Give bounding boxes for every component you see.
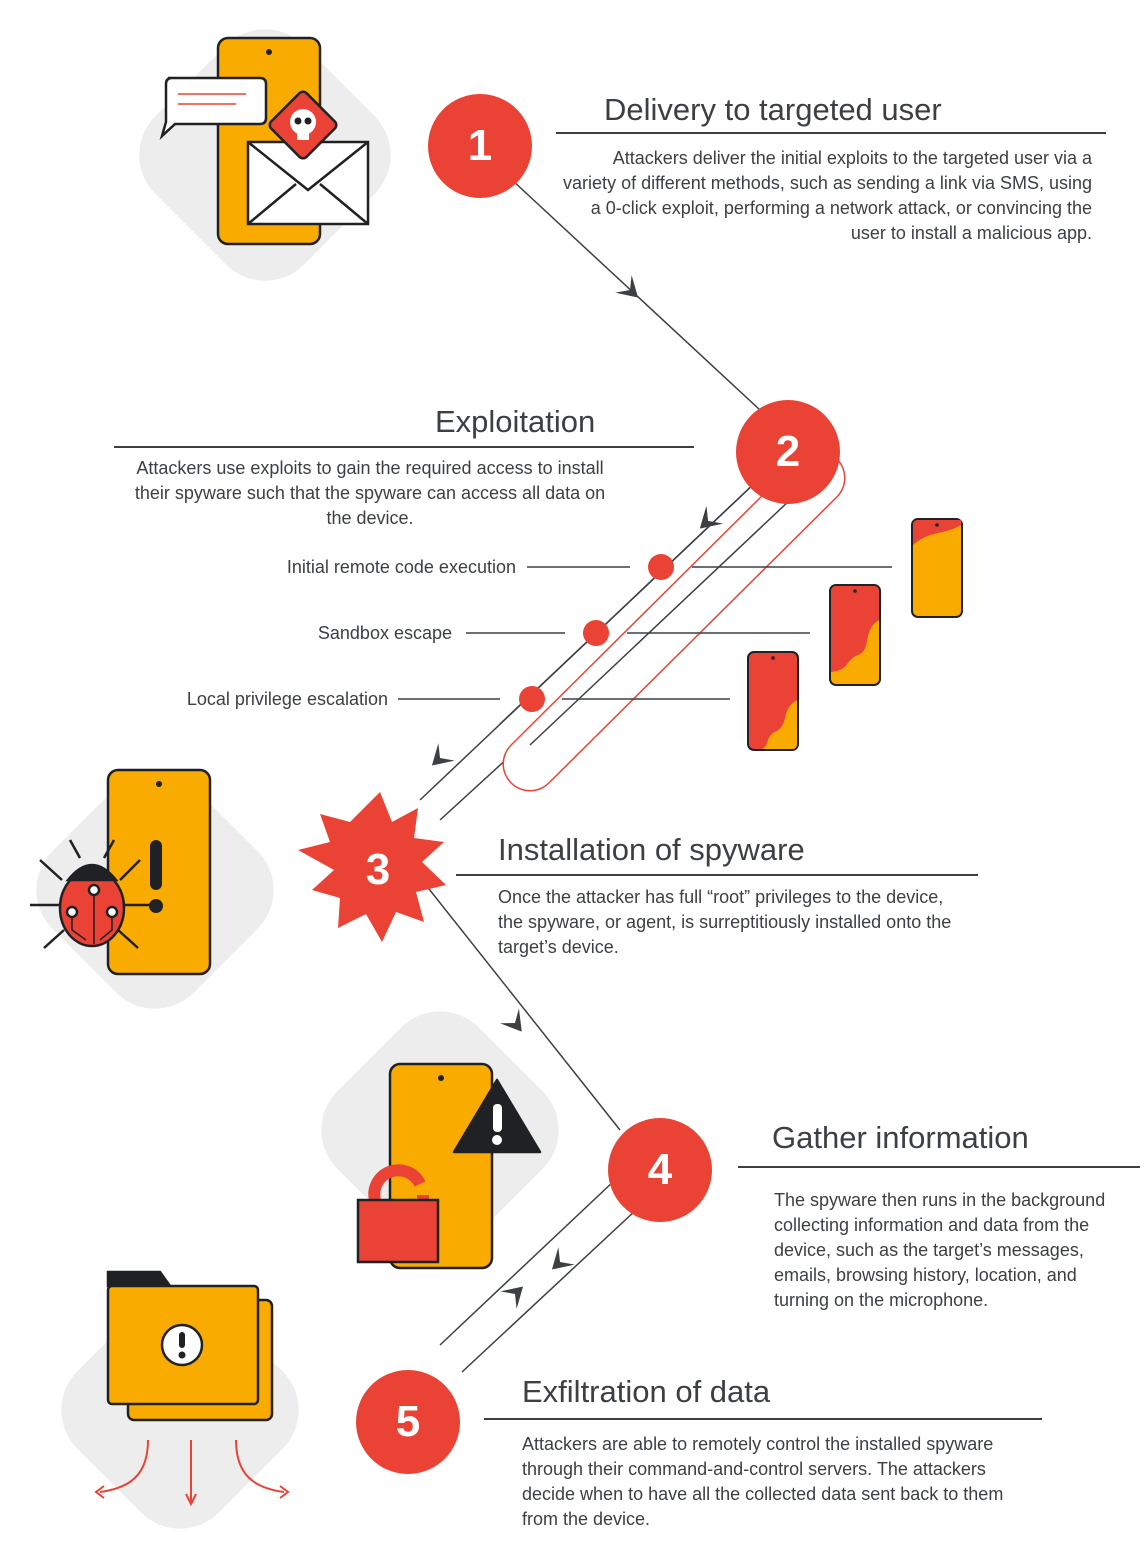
substep-dots bbox=[519, 554, 674, 712]
phone-mail-icon bbox=[159, 36, 370, 246]
exfiltration-arrows bbox=[94, 1439, 290, 1507]
step-1-rule bbox=[556, 132, 1106, 134]
exploit-capsule-inner bbox=[504, 452, 844, 790]
warning-phone-icon bbox=[356, 1062, 542, 1270]
step-3-description: Once the attacker has full “root” privil… bbox=[498, 887, 952, 957]
step-4-number: 4 bbox=[647, 1145, 673, 1194]
substep-lpe-label: Local privilege escalation bbox=[186, 689, 388, 709]
step-2-circle bbox=[736, 400, 840, 504]
bug-phone-icon bbox=[30, 768, 212, 976]
step-1-title: Delivery to targeted user bbox=[604, 92, 942, 127]
folder-icon bbox=[106, 1270, 274, 1422]
step-3-title: Installation of spyware bbox=[498, 832, 805, 867]
step-5-circle bbox=[356, 1370, 460, 1474]
step-4-title: Gather information bbox=[772, 1120, 1029, 1155]
padlock-icon bbox=[356, 1164, 440, 1264]
step-2-title: Exploitation bbox=[435, 404, 596, 439]
substep-rce-label: Initial remote code execution bbox=[286, 557, 516, 577]
step-5-rule bbox=[484, 1418, 1042, 1420]
substep-lines bbox=[398, 566, 892, 700]
step-4-circle bbox=[608, 1118, 712, 1222]
skull-icon bbox=[290, 109, 316, 135]
step-5-description: Attackers are able to remotely control t… bbox=[522, 1434, 1004, 1529]
step-2-number: 2 bbox=[775, 427, 801, 476]
step-5-number: 5 bbox=[395, 1397, 421, 1446]
chat-bubble-icon bbox=[159, 76, 268, 140]
step-2-rule bbox=[114, 446, 694, 448]
step-2-description: Attackers use exploits to gain the requi… bbox=[134, 458, 606, 528]
exploit-phone-icon bbox=[747, 518, 963, 751]
step-5-title: Exfiltration of data bbox=[522, 1374, 771, 1409]
step-3-number: 3 bbox=[365, 845, 391, 894]
bug-icon bbox=[30, 839, 150, 949]
step-1-number: 1 bbox=[467, 121, 493, 170]
step-3-burst bbox=[298, 792, 446, 942]
step-3-rule bbox=[456, 874, 978, 876]
step-1-description: Attackers deliver the initial exploits t… bbox=[563, 148, 1092, 243]
step-4-rule bbox=[738, 1166, 1140, 1168]
step-4-description: The spyware then runs in the background … bbox=[774, 1190, 1106, 1310]
step-1-circle bbox=[428, 94, 532, 198]
substep-sandbox-label: Sandbox escape bbox=[317, 623, 452, 643]
